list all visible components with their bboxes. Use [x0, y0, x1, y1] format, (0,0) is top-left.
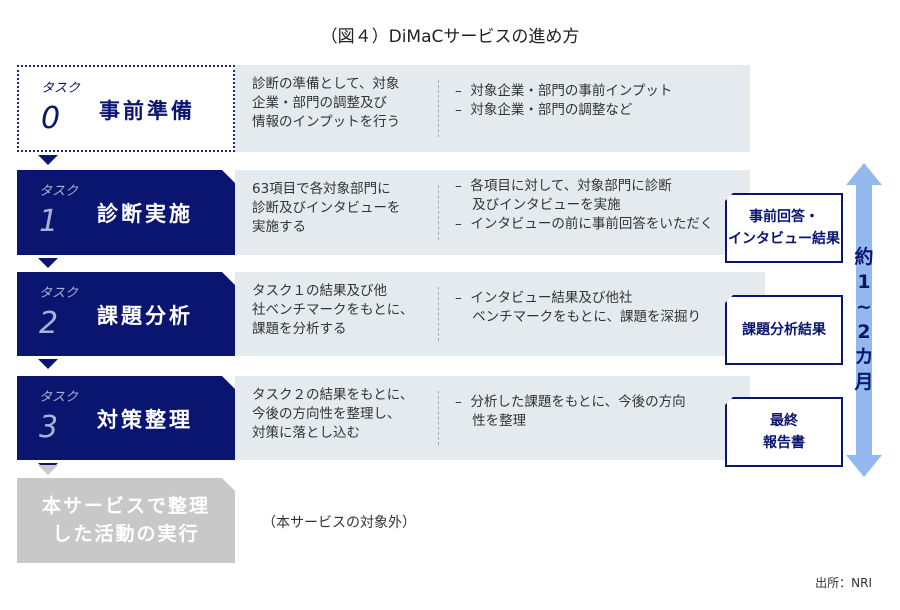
desc-line: 情報のインプットを行う: [252, 114, 401, 130]
output-text: インタビュー結果: [728, 231, 840, 247]
task-3-box: タスク 3 対策整理: [17, 376, 235, 460]
task-number: 0: [41, 101, 61, 136]
bullet-item: 性を整理: [455, 413, 527, 429]
final-activity: 本サービスで整理 した活動の実行: [17, 478, 235, 563]
bullet-item: – 対象企業・部門の事前インプット: [455, 83, 673, 99]
duration-char: カ: [854, 346, 874, 368]
desc-line: 企業・部門の調整及び: [252, 95, 387, 111]
task-bullets: – 分析した課題をもとに、今後の方向 性を整理: [455, 393, 686, 431]
desc-line: タスク２の結果をもとに、: [252, 387, 414, 403]
bullet-item: – 分析した課題をもとに、今後の方向: [455, 394, 686, 410]
task-bullets: – 対象企業・部門の事前インプット – 対象企業・部門の調整など: [455, 82, 672, 120]
task-name: 事前準備: [99, 99, 195, 123]
duration-label: 約 1 ~2 カ月: [849, 245, 879, 395]
bullet-item: – 対象企業・部門の調整など: [455, 102, 633, 118]
output-text: 報告書: [763, 435, 805, 451]
task-description: タスク１の結果及び他社ベンチマークをもとに、課題を分析する: [252, 282, 413, 339]
task-1-box: タスク 1 診断実施: [17, 170, 235, 255]
duration-char: 月: [854, 371, 874, 393]
arrow-down-icon: [38, 155, 58, 165]
output-text: 最終: [770, 413, 798, 429]
desc-line: 今後の方向性を整理し、: [252, 406, 401, 422]
divider: [438, 391, 439, 445]
output-doc-3: 最終報告書: [725, 397, 843, 467]
source-note: 出所：NRI: [815, 576, 872, 590]
desc-line: 実施する: [252, 219, 306, 235]
duration-char: 約: [854, 246, 874, 268]
task-row-bg: [235, 170, 750, 255]
final-line-2: した活動の実行: [52, 523, 200, 545]
task-number: 1: [39, 204, 59, 239]
desc-line: 社ベンチマークをもとに、: [252, 302, 414, 318]
output-text: 課題分析結果: [742, 322, 826, 338]
divider: [438, 80, 439, 137]
bullet-item: – インタビューの前に事前回答をいただく: [455, 216, 714, 232]
bullet-item: – インタビュー結果及び他社: [455, 290, 633, 306]
bullet-item: ベンチマークをもとに、課題を深掘り: [455, 309, 701, 325]
duration-char: ~: [856, 296, 872, 318]
desc-line: 課題を分析する: [252, 321, 347, 337]
task-name: 診断実施: [97, 202, 193, 226]
task-label: タスク: [39, 184, 79, 199]
duration-double-arrow-icon: [846, 163, 882, 477]
figure-title: （図４）DiMaCサービスの進め方: [320, 27, 580, 47]
task-description: タスク２の結果をもとに、今後の方向性を整理し、対策に落とし込む: [252, 386, 413, 443]
task-name: 課題分析: [97, 304, 193, 328]
task-2-box: タスク 2 課題分析: [17, 272, 235, 356]
divider: [438, 287, 439, 341]
desc-line: 診断及びインタビューを: [252, 200, 401, 216]
task-name: 対策整理: [97, 408, 193, 432]
task-row-bg: [235, 376, 750, 460]
task-description: 診断の準備として、対象企業・部門の調整及び情報のインプットを行う: [252, 75, 400, 132]
bullet-item: 及びインタビューを実施: [455, 197, 621, 213]
arrow-down-icon: [38, 465, 58, 475]
final-line-1: 本サービスで整理: [41, 495, 210, 517]
task-label: タスク: [39, 286, 79, 301]
bullet-item: – 各項目に対して、対象部門に診断: [455, 178, 672, 194]
divider: [438, 185, 439, 240]
desc-line: 対策に落とし込む: [252, 425, 360, 441]
task-number: 3: [39, 410, 59, 445]
arrow-down-icon: [38, 258, 58, 268]
task-0-box: タスク 0 事前準備: [17, 65, 235, 152]
task-number: 2: [39, 306, 59, 341]
task-row-bg: [235, 65, 750, 152]
duration-char: 1: [857, 271, 871, 293]
desc-line: 63項目で各対象部門に: [252, 181, 391, 197]
desc-line: タスク１の結果及び他: [252, 283, 387, 299]
task-description: 63項目で各対象部門に診断及びインタビューを実施する: [252, 180, 401, 237]
task-label: タスク: [39, 390, 79, 405]
task-row-bg: [235, 272, 765, 356]
task-bullets: – 各項目に対して、対象部門に診断 及びインタビューを実施 – インタビューの前に…: [455, 177, 713, 234]
arrow-down-icon: [38, 359, 58, 369]
task-label: タスク: [41, 81, 81, 96]
output-doc-2: 課題分析結果: [725, 295, 843, 365]
output-doc-1: 事前回答・インタビュー結果: [725, 193, 843, 263]
output-text: 事前回答・: [749, 209, 819, 225]
task-bullets: – インタビュー結果及び他社 ベンチマークをもとに、課題を深掘り: [455, 289, 701, 327]
duration-char: 2: [857, 321, 871, 343]
desc-line: 診断の準備として、対象: [252, 76, 400, 92]
out-of-scope-note: （本サービスの対象外）: [262, 515, 416, 531]
